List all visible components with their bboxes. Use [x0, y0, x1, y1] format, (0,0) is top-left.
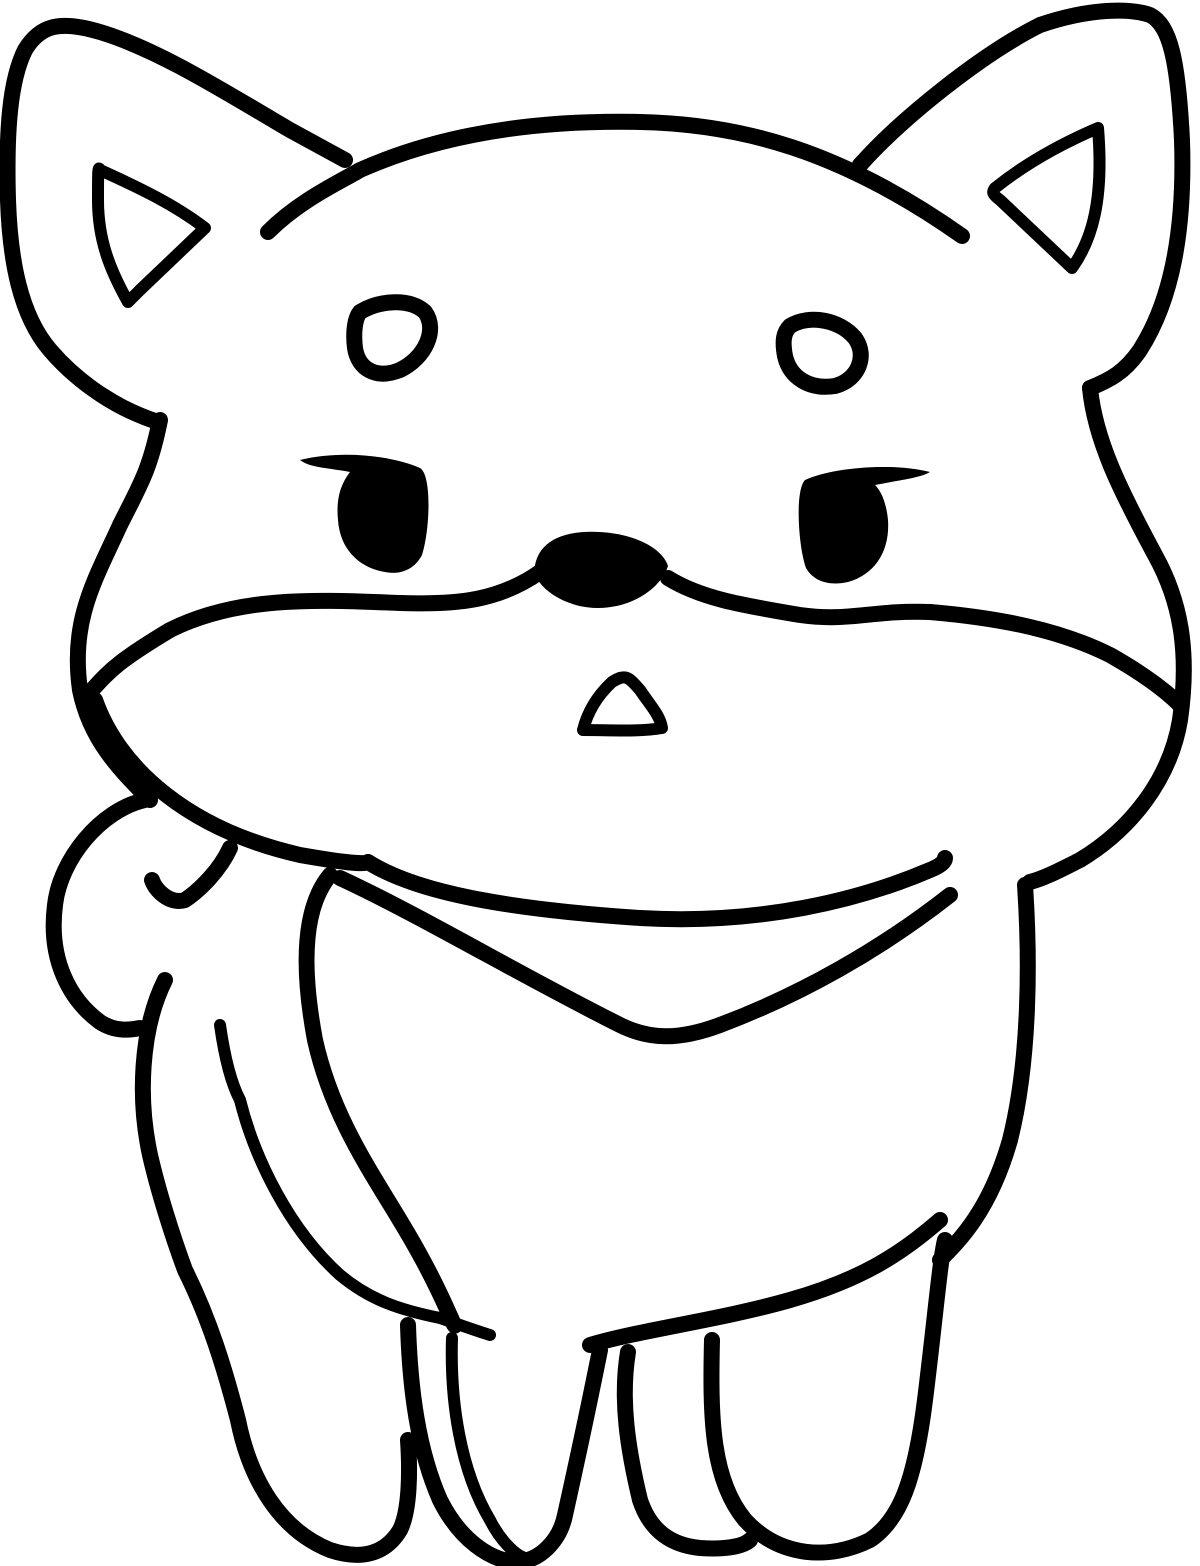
bandana: [332, 850, 958, 1045]
left-ear-inner: [92, 162, 211, 308]
head-top: [260, 113, 970, 244]
left-pupil: [300, 454, 429, 573]
front-left-leg-outline: [214, 1019, 496, 1341]
front-right-leg: [582, 1212, 948, 1353]
left-eye: [346, 294, 438, 382]
head-left-side: [69, 412, 168, 808]
chin: [87, 692, 376, 872]
left-ear: [0, 17, 353, 430]
front-right-paw: [616, 1344, 758, 1557]
back-right-paw: [703, 1232, 953, 1561]
right-eye: [775, 311, 869, 395]
tail: [45, 792, 238, 1038]
right-pupil: [798, 466, 930, 584]
body-left: [134, 972, 418, 1563]
mouth: [577, 671, 668, 737]
right-ear: [852, 2, 1191, 396]
muzzle: [84, 564, 1188, 713]
front-left-leg: [298, 867, 463, 1334]
right-ear-inner: [987, 122, 1106, 274]
front-paw-inner: [445, 1332, 531, 1564]
front-left-paw: [400, 1317, 608, 1566]
body-right: [932, 877, 1036, 1268]
head-right-side: [1022, 380, 1192, 890]
nose: [535, 531, 668, 608]
